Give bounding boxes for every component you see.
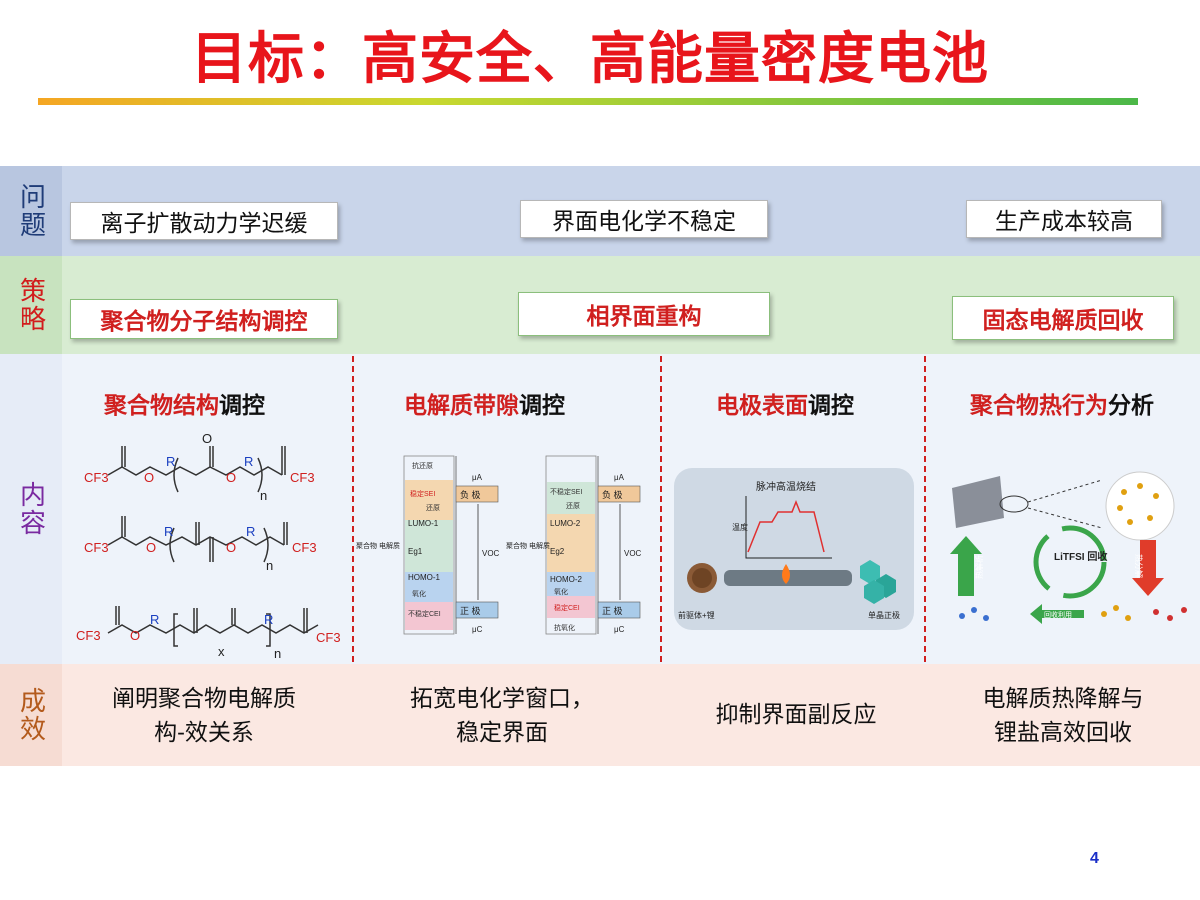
svg-text:回收利用: 回收利用 bbox=[1044, 610, 1072, 619]
column-divider bbox=[352, 356, 354, 662]
svg-text:不稳定SEI: 不稳定SEI bbox=[550, 487, 582, 496]
svg-text:R: R bbox=[164, 524, 173, 539]
problem-box-interface: 界面电化学不稳定 bbox=[520, 200, 768, 238]
svg-text:HOMO-1: HOMO-1 bbox=[408, 573, 441, 582]
svg-text:抗还原: 抗还原 bbox=[412, 461, 433, 470]
svg-text:μA: μA bbox=[614, 473, 625, 482]
column-divider bbox=[924, 356, 926, 662]
title-underline bbox=[38, 98, 1138, 105]
result-row-label: 成效 bbox=[0, 664, 62, 766]
problem-box-ion-diffusion: 离子扩散动力学迟缓 bbox=[70, 202, 338, 240]
problem-row-label: 问题 bbox=[0, 166, 62, 256]
strategy-row-label: 策略 bbox=[0, 256, 62, 354]
svg-text:Eg2: Eg2 bbox=[550, 547, 565, 556]
svg-text:O: O bbox=[202, 431, 212, 446]
svg-text:CF3: CF3 bbox=[316, 630, 341, 645]
svg-text:CF3: CF3 bbox=[84, 540, 109, 555]
svg-text:O: O bbox=[146, 540, 156, 555]
svg-text:LUMO-1: LUMO-1 bbox=[408, 519, 439, 528]
strategy-box-polymer: 聚合物分子结构调控 bbox=[70, 299, 338, 339]
svg-text:O: O bbox=[144, 470, 154, 485]
svg-text:n: n bbox=[266, 558, 273, 573]
svg-text:HOMO-2: HOMO-2 bbox=[550, 575, 583, 584]
result-thermal: 电解质热降解与锂盐高效回收 bbox=[982, 686, 1144, 746]
column-title-bandgap: 电解质带隙调控 bbox=[404, 392, 565, 419]
svg-text:n: n bbox=[260, 488, 267, 503]
page-number: 4 bbox=[1090, 850, 1099, 867]
svg-text:O: O bbox=[130, 628, 140, 643]
svg-text:热解析: 热解析 bbox=[974, 555, 984, 579]
svg-text:x: x bbox=[218, 644, 225, 659]
svg-text:R: R bbox=[244, 454, 253, 469]
column-title-electrode: 电极表面调控 bbox=[716, 392, 854, 419]
svg-text:温度: 温度 bbox=[732, 522, 748, 532]
svg-text:还原: 还原 bbox=[566, 502, 580, 510]
svg-text:负 极: 负 极 bbox=[602, 489, 623, 500]
svg-text:不稳定CEI: 不稳定CEI bbox=[408, 609, 441, 618]
result-band: 成效 bbox=[0, 664, 1200, 766]
svg-text:稳定CEI: 稳定CEI bbox=[554, 603, 580, 612]
svg-text:LUMO-2: LUMO-2 bbox=[550, 519, 581, 528]
svg-text:单晶正极: 单晶正极 bbox=[868, 610, 900, 620]
result-bandgap: 拓宽电化学窗口，稳定界面 bbox=[410, 686, 594, 746]
band-diagram-right: 不稳定SEI 还原 LUMO-2 Eg2 HOMO-2 氧化 稳定CEI 抗氧化… bbox=[506, 455, 642, 635]
svg-text:O: O bbox=[226, 470, 236, 485]
svg-text:前驱体+锂: 前驱体+锂 bbox=[678, 610, 715, 620]
cf3-group-label: CF3 bbox=[84, 470, 109, 485]
svg-text:VOC: VOC bbox=[624, 549, 642, 558]
content-row-label: 内容 bbox=[0, 354, 62, 664]
svg-text:μC: μC bbox=[614, 625, 625, 634]
svg-text:热分解: 热分解 bbox=[1134, 554, 1144, 578]
svg-text:μA: μA bbox=[472, 473, 483, 482]
slide-title: 目标：高安全、高能量密度电池 bbox=[191, 27, 989, 92]
svg-text:n: n bbox=[274, 646, 281, 661]
svg-text:CF3: CF3 bbox=[76, 628, 101, 643]
result-electrode: 抑制界面副反应 bbox=[715, 702, 877, 728]
polymer-structures-figure: CF3 O R O O R n CF3 CF3 O R O R n CF3 CF… bbox=[76, 431, 341, 661]
band-gap-diagrams: 抗还原 稳定SEI 还原 LUMO-1 Eg1 HOMO-1 氧化 不稳定CEI… bbox=[356, 455, 642, 635]
svg-text:O: O bbox=[226, 540, 236, 555]
svg-text:R: R bbox=[264, 612, 273, 627]
strategy-band: 策略 聚合物分子结构调控 相界面重构 固态电解质回收 bbox=[0, 256, 1200, 354]
svg-text:正 极: 正 极 bbox=[460, 605, 481, 616]
svg-text:Eg1: Eg1 bbox=[408, 547, 423, 556]
strategy-box-interphase: 相界面重构 bbox=[518, 292, 770, 336]
svg-text:LiTFSI 回收: LiTFSI 回收 bbox=[1054, 550, 1107, 563]
column-divider bbox=[660, 356, 662, 662]
column-title-polymer: 聚合物结构调控 bbox=[104, 392, 265, 419]
svg-text:脉冲高温烧结: 脉冲高温烧结 bbox=[756, 480, 816, 493]
svg-text:R: R bbox=[150, 612, 159, 627]
svg-text:VOC: VOC bbox=[482, 549, 500, 558]
svg-text:聚合物 电解质: 聚合物 电解质 bbox=[356, 541, 400, 550]
svg-text:正 极: 正 极 bbox=[602, 605, 623, 616]
svg-text:R: R bbox=[166, 454, 175, 469]
svg-text:还原: 还原 bbox=[426, 504, 440, 512]
svg-text:氧化: 氧化 bbox=[412, 589, 426, 598]
column-title-thermal: 聚合物热行为分析 bbox=[970, 392, 1154, 419]
band-diagram-left: 抗还原 稳定SEI 还原 LUMO-1 Eg1 HOMO-1 氧化 不稳定CEI… bbox=[356, 455, 500, 635]
electrode-sintering-figure: 脉冲高温烧结 温度 前驱体+锂 单晶正极 bbox=[674, 468, 914, 630]
svg-text:CF3: CF3 bbox=[290, 470, 315, 485]
svg-text:抗氧化: 抗氧化 bbox=[554, 623, 575, 632]
svg-text:μC: μC bbox=[472, 625, 483, 634]
problem-box-cost: 生产成本较高 bbox=[966, 200, 1162, 238]
result-polymer: 阐明聚合物电解质构-效关系 bbox=[112, 686, 296, 746]
svg-text:氧化: 氧化 bbox=[554, 587, 568, 596]
svg-text:聚合物 电解质: 聚合物 电解质 bbox=[506, 541, 550, 550]
svg-text:R: R bbox=[246, 524, 255, 539]
svg-text:稳定SEI: 稳定SEI bbox=[410, 489, 435, 498]
svg-text:负 极: 负 极 bbox=[460, 489, 481, 500]
svg-text:CF3: CF3 bbox=[292, 540, 317, 555]
thermal-recycling-figure: 热解析 LiTFSI 回收 热分解 回收利用 bbox=[950, 471, 1187, 624]
strategy-box-recycling: 固态电解质回收 bbox=[952, 296, 1174, 340]
problem-band: 问题 离子扩散动力学迟缓 界面电化学不稳定 生产成本较高 bbox=[0, 166, 1200, 256]
